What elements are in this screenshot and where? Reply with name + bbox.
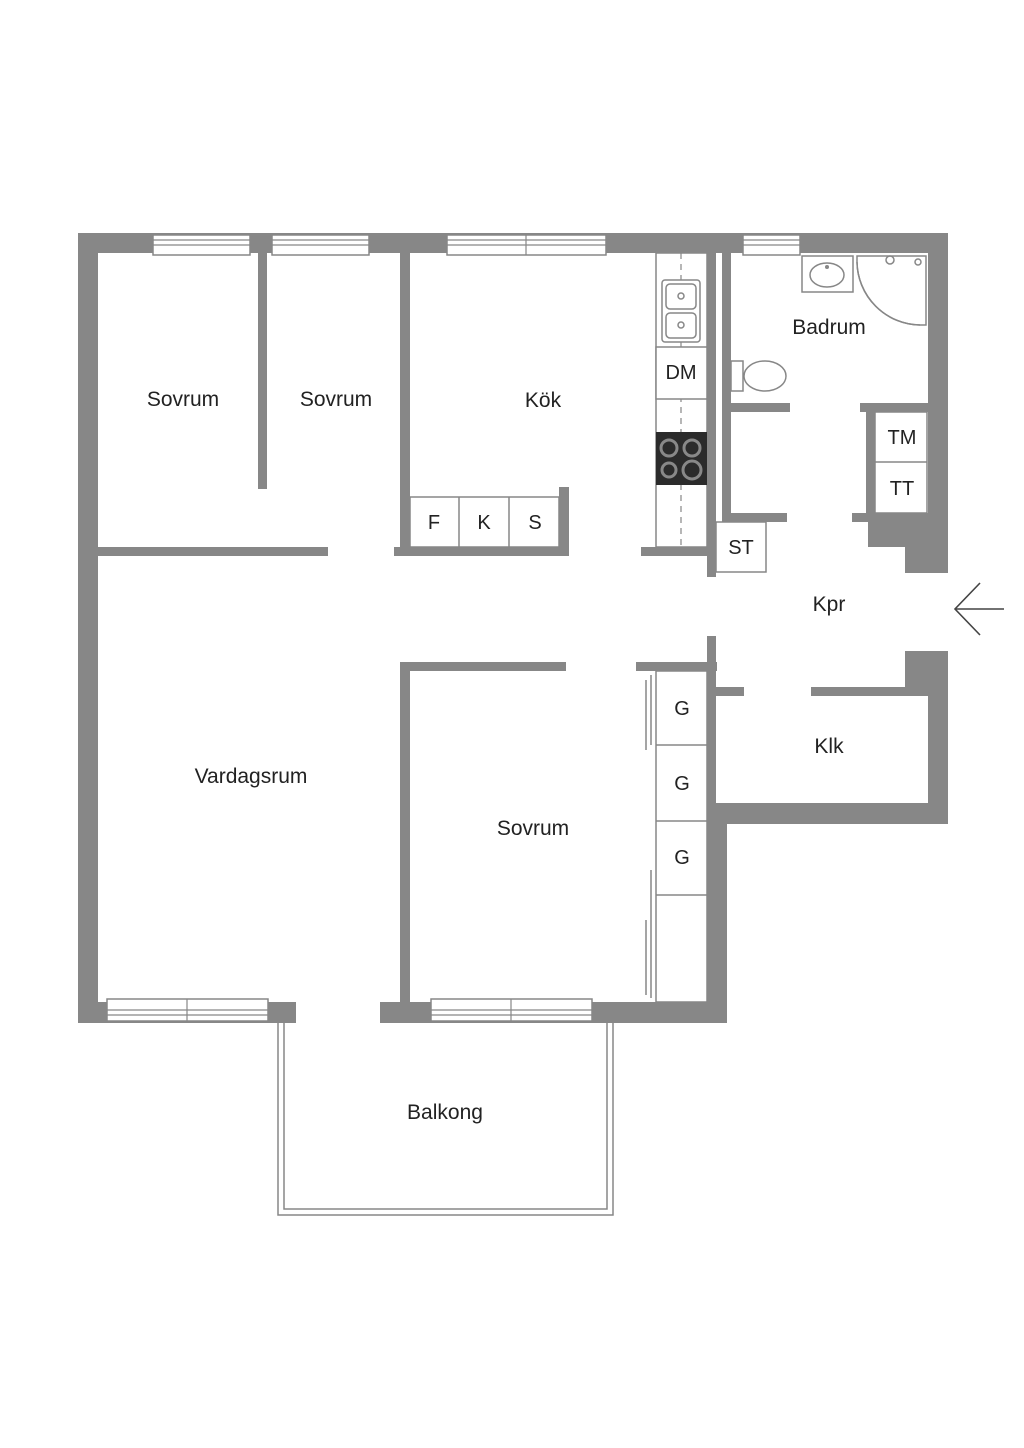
kitchen-counter xyxy=(655,252,708,548)
wall-hall-notch xyxy=(868,522,928,547)
wall-wardrobe-top xyxy=(636,662,717,671)
window-top-4 xyxy=(742,234,801,256)
dishwasher-box xyxy=(655,346,708,400)
wall-right-lower-2 xyxy=(928,651,948,824)
wall-klk-top-right xyxy=(811,687,928,696)
wall-kitchen-bottom-right xyxy=(641,547,717,556)
wall-klk-top-left xyxy=(707,687,744,696)
wall-wardrobe-right-lower xyxy=(707,696,716,806)
stove-icon xyxy=(656,432,707,485)
interior-walls xyxy=(98,253,928,1002)
windows xyxy=(106,234,801,1022)
wall-kitchen-bottom xyxy=(394,547,569,556)
toilet-icon xyxy=(730,360,787,392)
room-label-sovrum-3: Sovrum xyxy=(497,817,569,840)
bathroom-fixtures xyxy=(715,255,928,573)
fixture-label-f: F xyxy=(428,512,440,534)
room-label-sovrum-2: Sovrum xyxy=(300,388,372,411)
wall-bedroom3-left xyxy=(400,662,410,1002)
wall-bedrooms-divider xyxy=(258,253,267,489)
wall-hall-notch-2 xyxy=(905,545,928,573)
exterior-walls xyxy=(78,233,948,1023)
wall-bath-left xyxy=(722,253,731,413)
wall-bedroom-kitchen xyxy=(400,253,410,556)
room-label-kpr: Kpr xyxy=(813,593,846,616)
wall-tmtt-left xyxy=(866,412,875,515)
window-bottom-1 xyxy=(106,998,269,1022)
balcony xyxy=(277,1023,614,1216)
fixture-label-k: K xyxy=(477,512,491,534)
room-label-vardagsrum: Vardagsrum xyxy=(195,765,308,788)
wall-closet-bottom xyxy=(722,513,787,522)
wall-closet-left xyxy=(722,412,731,522)
room-label-kok: Kök xyxy=(525,389,562,412)
fixture-label-dm: DM xyxy=(665,362,696,384)
fixture-label-g1: G xyxy=(674,698,690,720)
window-top-2 xyxy=(271,234,370,256)
room-label-badrum: Badrum xyxy=(792,316,866,339)
wall-right-lower xyxy=(707,803,727,1023)
entrance-arrow-icon xyxy=(953,582,1004,636)
wall-wardrobe-right xyxy=(707,636,716,696)
wall-entrance-notch xyxy=(905,651,928,689)
fks-cabinets xyxy=(409,496,560,548)
fixture-label-st: ST xyxy=(728,537,754,559)
wall-annex-bottom xyxy=(707,803,948,824)
wall-bath-bottom-right xyxy=(860,403,928,412)
wall-bedroom3-top xyxy=(400,662,566,671)
room-label-klk: Klk xyxy=(814,735,844,758)
window-top-3 xyxy=(446,234,607,256)
fixture-labels: DM F K S TM TT ST G G G xyxy=(428,362,917,869)
washbasin-icon xyxy=(801,255,854,293)
wall-kitchen-stub xyxy=(559,487,569,556)
wall-bedrooms-bottom xyxy=(98,547,328,556)
wardrobes xyxy=(645,670,708,1003)
window-top-1 xyxy=(152,234,251,256)
wall-tmtt-bottom xyxy=(852,513,928,522)
room-labels: Sovrum Sovrum Kök Badrum Vardagsrum Sovr… xyxy=(147,316,866,1124)
wall-left xyxy=(78,233,98,1023)
wall-right-upper xyxy=(928,233,948,573)
st-box xyxy=(715,521,767,573)
window-bottom-2 xyxy=(430,998,593,1022)
fixture-label-g3: G xyxy=(674,847,690,869)
fixture-label-s: S xyxy=(528,512,541,534)
room-label-sovrum-1: Sovrum xyxy=(147,388,219,411)
shower-icon xyxy=(856,255,927,326)
wall-bath-bottom-left xyxy=(722,403,790,412)
sink-icon xyxy=(661,279,701,343)
fixture-label-tt: TT xyxy=(890,478,914,500)
fixture-label-tm: TM xyxy=(888,427,917,449)
fixture-label-g2: G xyxy=(674,773,690,795)
room-label-balkong: Balkong xyxy=(407,1101,483,1124)
wall-kitchen-right xyxy=(707,253,716,577)
